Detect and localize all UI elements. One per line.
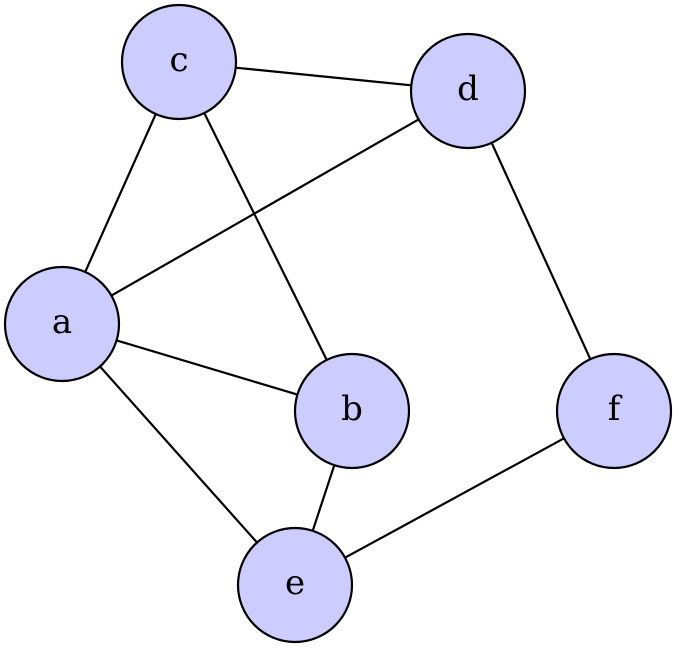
node-d: d: [409, 32, 527, 150]
edge-a-e: [99, 365, 258, 544]
edge-c-a: [84, 113, 157, 273]
node-label-c: c: [169, 40, 188, 80]
node-circle-e: [236, 526, 354, 644]
edges-layer: [84, 66, 592, 559]
edge-b-e: [311, 464, 336, 532]
node-circle-b: [293, 352, 411, 470]
node-c: c: [120, 3, 238, 121]
edge-d-a: [110, 118, 420, 297]
edge-c-b: [203, 112, 328, 361]
node-b: b: [293, 352, 411, 470]
node-circle-f: [555, 352, 673, 470]
edge-d-f: [490, 142, 592, 360]
nodes-layer: a b c d e f: [3, 3, 673, 644]
node-label-f: f: [608, 389, 623, 429]
node-f: f: [555, 352, 673, 470]
edge-a-b: [116, 339, 298, 396]
node-a: a: [3, 265, 121, 383]
edge-f-e: [344, 437, 565, 559]
node-circle-c: [120, 3, 238, 121]
edge-c-d: [235, 66, 412, 87]
node-label-b: b: [341, 389, 363, 429]
node-label-e: e: [285, 563, 305, 603]
node-circle-d: [409, 32, 527, 150]
node-label-d: d: [457, 69, 479, 109]
node-label-a: a: [52, 302, 72, 342]
node-e: e: [236, 526, 354, 644]
node-circle-a: [3, 265, 121, 383]
